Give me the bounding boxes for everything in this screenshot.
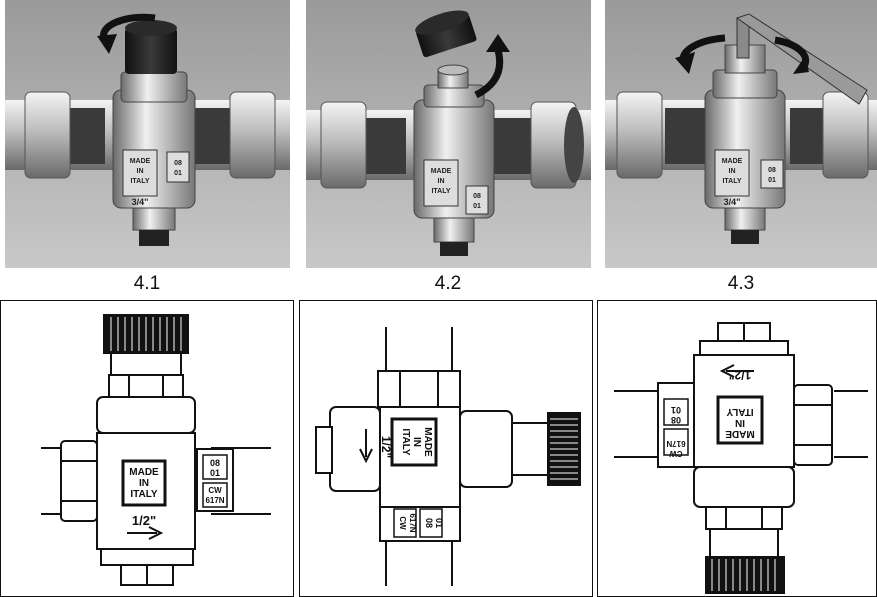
svg-text:MADE: MADE (422, 427, 433, 457)
svg-text:1/2": 1/2" (379, 436, 393, 458)
svg-text:08: 08 (424, 518, 434, 528)
svg-text:CW: CW (208, 486, 222, 495)
svg-text:617N: 617N (205, 496, 224, 505)
photo-made-label: MADE (130, 158, 151, 165)
caption-4-1: 4.1 (133, 273, 161, 294)
svg-text:IN: IN (735, 417, 745, 428)
svg-text:IN: IN (438, 178, 445, 185)
black-cap (125, 28, 177, 74)
photo-size-label: 3/4" (132, 197, 149, 207)
svg-text:617N: 617N (666, 439, 685, 448)
svg-text:IN: IN (411, 437, 422, 447)
flow-arrow (127, 526, 164, 540)
svg-text:ITALY: ITALY (722, 178, 741, 185)
svg-text:01: 01 (473, 203, 481, 210)
svg-text:08: 08 (174, 160, 182, 167)
svg-text:617N: 617N (408, 513, 417, 532)
rotation-arrow (100, 13, 156, 42)
photo-step-4-1: MADE IN ITALY 3/4" 08 01 (5, 0, 290, 268)
svg-text:ITALY: ITALY (431, 188, 450, 195)
photo-step-4-3: MADE IN ITALY 3/4" 08 01 (605, 0, 877, 268)
svg-text:08: 08 (473, 193, 481, 200)
svg-text:IN: IN (137, 168, 144, 175)
photo-step-4-2: MADE IN ITALY 08 01 (306, 0, 591, 268)
svg-text:01: 01 (174, 170, 182, 177)
svg-text:ITALY: ITALY (726, 406, 754, 417)
svg-text:MADE: MADE (431, 168, 452, 175)
svg-text:IN: IN (139, 478, 149, 489)
svg-text:MADE: MADE (725, 428, 755, 439)
made-in-italy-plate (121, 459, 167, 507)
hex-key (735, 13, 868, 105)
svg-text:ITALY: ITALY (400, 428, 411, 456)
svg-text:MADE: MADE (129, 467, 159, 478)
drawing-view-vertical-cap-bottom: MADE IN ITALY 1/2" CW 617N 08 01 (597, 300, 877, 597)
svg-text:01: 01 (434, 518, 444, 528)
drawing-view-vertical-cap-top: MADE IN ITALY 1/2" 08 01 CW 617N (0, 300, 294, 597)
svg-text:08: 08 (210, 458, 220, 468)
size-label: 1/2" (132, 513, 156, 528)
svg-text:MADE: MADE (722, 158, 743, 165)
svg-text:CW: CW (398, 516, 407, 530)
lift-arrow (474, 49, 504, 99)
caption-4-2: 4.2 (434, 273, 462, 294)
svg-text:01: 01 (671, 405, 681, 415)
svg-text:ITALY: ITALY (130, 489, 158, 500)
svg-text:01: 01 (210, 468, 220, 478)
svg-text:08: 08 (768, 167, 776, 174)
svg-text:08: 08 (671, 415, 681, 425)
caption-4-3: 4.3 (727, 273, 755, 294)
svg-text:IN: IN (729, 168, 736, 175)
drawing-view-horizontal-cap-right: MADE IN ITALY 1/2" CW 617N 08 01 (299, 300, 593, 597)
svg-text:3/4": 3/4" (724, 197, 741, 207)
svg-text:ITALY: ITALY (130, 178, 149, 185)
svg-text:01: 01 (768, 177, 776, 184)
svg-text:CW: CW (669, 449, 683, 458)
removed-cap (415, 10, 477, 58)
